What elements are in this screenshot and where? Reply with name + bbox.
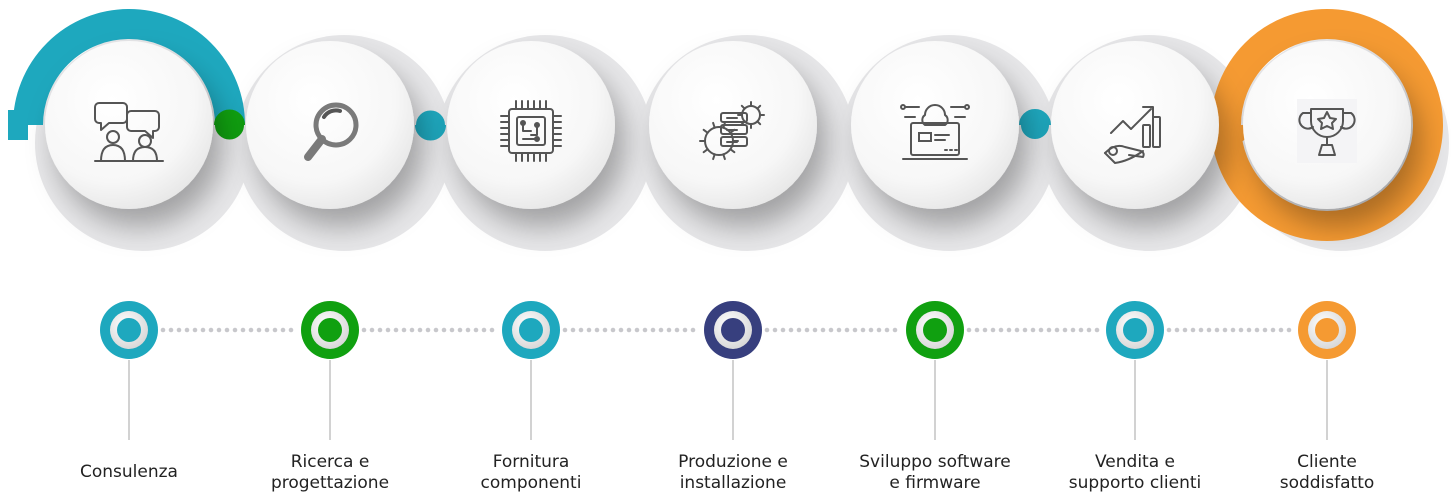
timeline-marker — [704, 301, 762, 359]
step-label-line: Produzione e — [678, 452, 788, 472]
step-label-line: Consulenza — [80, 462, 178, 482]
timeline-marker — [100, 301, 158, 359]
step-label-line: Sviluppo software — [859, 452, 1011, 472]
step-label-line: Ricerca e — [290, 452, 370, 472]
step-label-line: progettazione — [270, 473, 390, 493]
final-ring — [1211, 9, 1443, 241]
timeline-dots — [764, 327, 898, 333]
sales-growth-hand-icon — [1104, 106, 1161, 164]
step-disc — [246, 41, 414, 209]
step-disc — [447, 41, 615, 209]
step-label-line: Cliente — [1297, 452, 1357, 472]
server-gear-icon — [699, 101, 765, 161]
timeline-marker — [1106, 301, 1164, 359]
timeline-dots — [1166, 327, 1292, 333]
timeline-dots — [966, 327, 1100, 333]
timeline-marker — [906, 301, 964, 359]
step-label-line: componenti — [480, 473, 582, 493]
ring-segment — [415, 110, 446, 141]
microchip-icon — [500, 100, 562, 162]
step-label-line: Vendita e — [1094, 452, 1175, 472]
timeline-dots — [361, 327, 495, 333]
trophy-icon — [1297, 99, 1357, 163]
consulting-chat-icon — [94, 102, 164, 162]
ring-segment — [13, 9, 245, 126]
timeline-dots — [160, 327, 294, 333]
step-disc — [45, 41, 213, 209]
timeline-marker — [502, 301, 560, 359]
step-label-line: e firmware — [889, 473, 981, 493]
laptop-code-icon — [900, 104, 970, 160]
step-label-line: supporto clienti — [1068, 473, 1202, 493]
step-label-line: Fornitura — [492, 452, 570, 472]
magnifier-search-icon — [304, 102, 359, 161]
timeline-marker — [301, 301, 359, 359]
step-label: Consulenza — [29, 462, 229, 483]
ring-segment — [1019, 109, 1051, 140]
step-label-line: installazione — [679, 473, 787, 493]
timeline-dots — [562, 327, 696, 333]
step-label-line: soddisfatto — [1279, 473, 1375, 493]
ring-segment — [214, 109, 245, 140]
timeline-marker — [1298, 301, 1356, 359]
